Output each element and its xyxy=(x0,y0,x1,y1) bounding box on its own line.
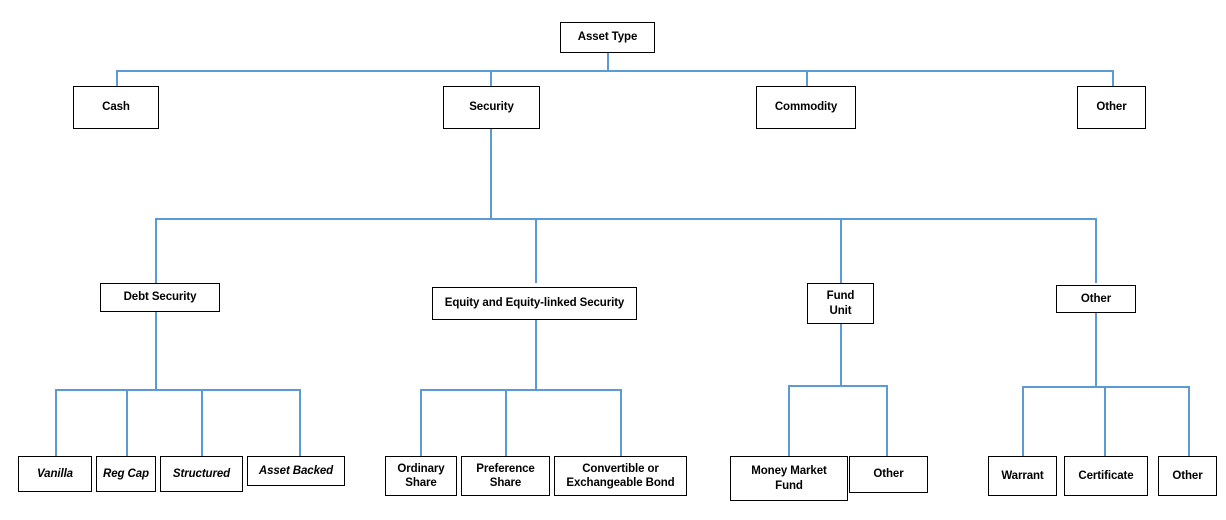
node-ordinary-share-label: Ordinary Share xyxy=(397,462,445,489)
edge-security-stem xyxy=(490,129,492,219)
node-certificate[interactable]: Certificate xyxy=(1064,456,1148,496)
edge-drop-ordinary-share xyxy=(420,389,422,456)
edge-bus-debt-children xyxy=(55,389,300,391)
edge-drop-security xyxy=(490,70,492,87)
edge-drop-reg-cap xyxy=(126,389,128,456)
node-reg-cap-label: Reg Cap xyxy=(103,467,149,480)
node-other-level1[interactable]: Other xyxy=(1077,86,1146,129)
node-asset-type[interactable]: Asset Type xyxy=(560,22,655,53)
node-other-level3-label: Other xyxy=(1172,469,1203,482)
edge-debt-security-stem xyxy=(155,312,157,390)
edge-drop-fund-unit xyxy=(840,218,842,283)
edge-drop-preference-share xyxy=(505,389,507,456)
node-money-market-fund[interactable]: Money Market Fund xyxy=(730,456,848,501)
node-convertible-or-exchangeable-bond-label: Convertible or Exchangeable Bond xyxy=(566,462,675,489)
node-vanilla[interactable]: Vanilla xyxy=(18,456,92,492)
node-other-level2-label: Other xyxy=(1080,292,1112,305)
edge-drop-debt-security xyxy=(155,218,157,283)
node-structured[interactable]: Structured xyxy=(160,456,243,492)
node-equity-and-equity-linked-security-label: Equity and Equity-linked Security xyxy=(444,297,625,310)
edge-other-l2-stem xyxy=(1095,313,1097,386)
edge-drop-equity-linked xyxy=(535,218,537,283)
node-asset-type-label: Asset Type xyxy=(577,31,638,44)
edge-drop-convertible-bond xyxy=(620,389,622,456)
node-debt-security[interactable]: Debt Security xyxy=(100,283,220,312)
node-commodity[interactable]: Commodity xyxy=(756,86,856,129)
edge-drop-other-fund xyxy=(886,385,888,456)
node-asset-backed[interactable]: Asset Backed xyxy=(247,456,345,486)
node-certificate-label: Certificate xyxy=(1078,469,1134,482)
node-fund-unit[interactable]: Fund Unit xyxy=(807,283,874,324)
edge-bus-level1 xyxy=(116,70,1113,72)
edge-drop-other-l1 xyxy=(1112,70,1114,87)
node-asset-backed-label: Asset Backed xyxy=(258,464,334,477)
edge-drop-certificate xyxy=(1104,386,1106,456)
edge-equity-linked-stem xyxy=(535,320,537,390)
node-reg-cap[interactable]: Reg Cap xyxy=(96,456,156,492)
node-other-level2[interactable]: Other xyxy=(1056,285,1136,313)
node-structured-label: Structured xyxy=(172,467,231,480)
node-cash[interactable]: Cash xyxy=(73,86,159,129)
node-money-market-fund-label: Money Market Fund xyxy=(751,465,827,492)
edge-drop-other-l2 xyxy=(1095,218,1097,283)
node-security[interactable]: Security xyxy=(443,86,540,129)
node-cash-label: Cash xyxy=(102,101,130,114)
edge-bus-equity-children xyxy=(420,389,621,391)
node-equity-and-equity-linked-security[interactable]: Equity and Equity-linked Security xyxy=(432,287,637,320)
edge-drop-money-market-fund xyxy=(788,385,790,456)
node-commodity-label: Commodity xyxy=(774,101,838,114)
node-other-level1-label: Other xyxy=(1096,101,1127,114)
node-debt-security-label: Debt Security xyxy=(123,291,197,304)
node-other-fund-label: Other xyxy=(873,468,904,481)
node-preference-share[interactable]: Preference Share xyxy=(461,456,550,496)
edge-drop-asset-backed xyxy=(299,389,301,456)
node-preference-share-label: Preference Share xyxy=(476,462,535,489)
node-other-level3[interactable]: Other xyxy=(1158,456,1217,496)
edge-drop-other-l3 xyxy=(1188,386,1190,456)
node-ordinary-share[interactable]: Ordinary Share xyxy=(385,456,457,496)
node-fund-unit-label: Fund Unit xyxy=(826,290,855,317)
node-vanilla-label: Vanilla xyxy=(37,467,73,480)
edge-bus-level2 xyxy=(155,218,1096,220)
node-security-label: Security xyxy=(469,101,514,114)
edge-root-stem xyxy=(607,53,609,71)
node-convertible-or-exchangeable-bond[interactable]: Convertible or Exchangeable Bond xyxy=(554,456,687,496)
edge-bus-fund-children xyxy=(788,385,887,387)
node-warrant[interactable]: Warrant xyxy=(988,456,1057,496)
edge-drop-vanilla xyxy=(55,389,57,456)
edge-drop-warrant xyxy=(1022,386,1024,456)
edge-fund-unit-stem xyxy=(840,324,842,386)
node-warrant-label: Warrant xyxy=(1001,469,1044,482)
edge-drop-commodity xyxy=(806,70,808,87)
node-other-fund[interactable]: Other xyxy=(849,456,928,493)
edge-drop-structured xyxy=(201,389,203,456)
edge-drop-cash xyxy=(116,70,118,87)
